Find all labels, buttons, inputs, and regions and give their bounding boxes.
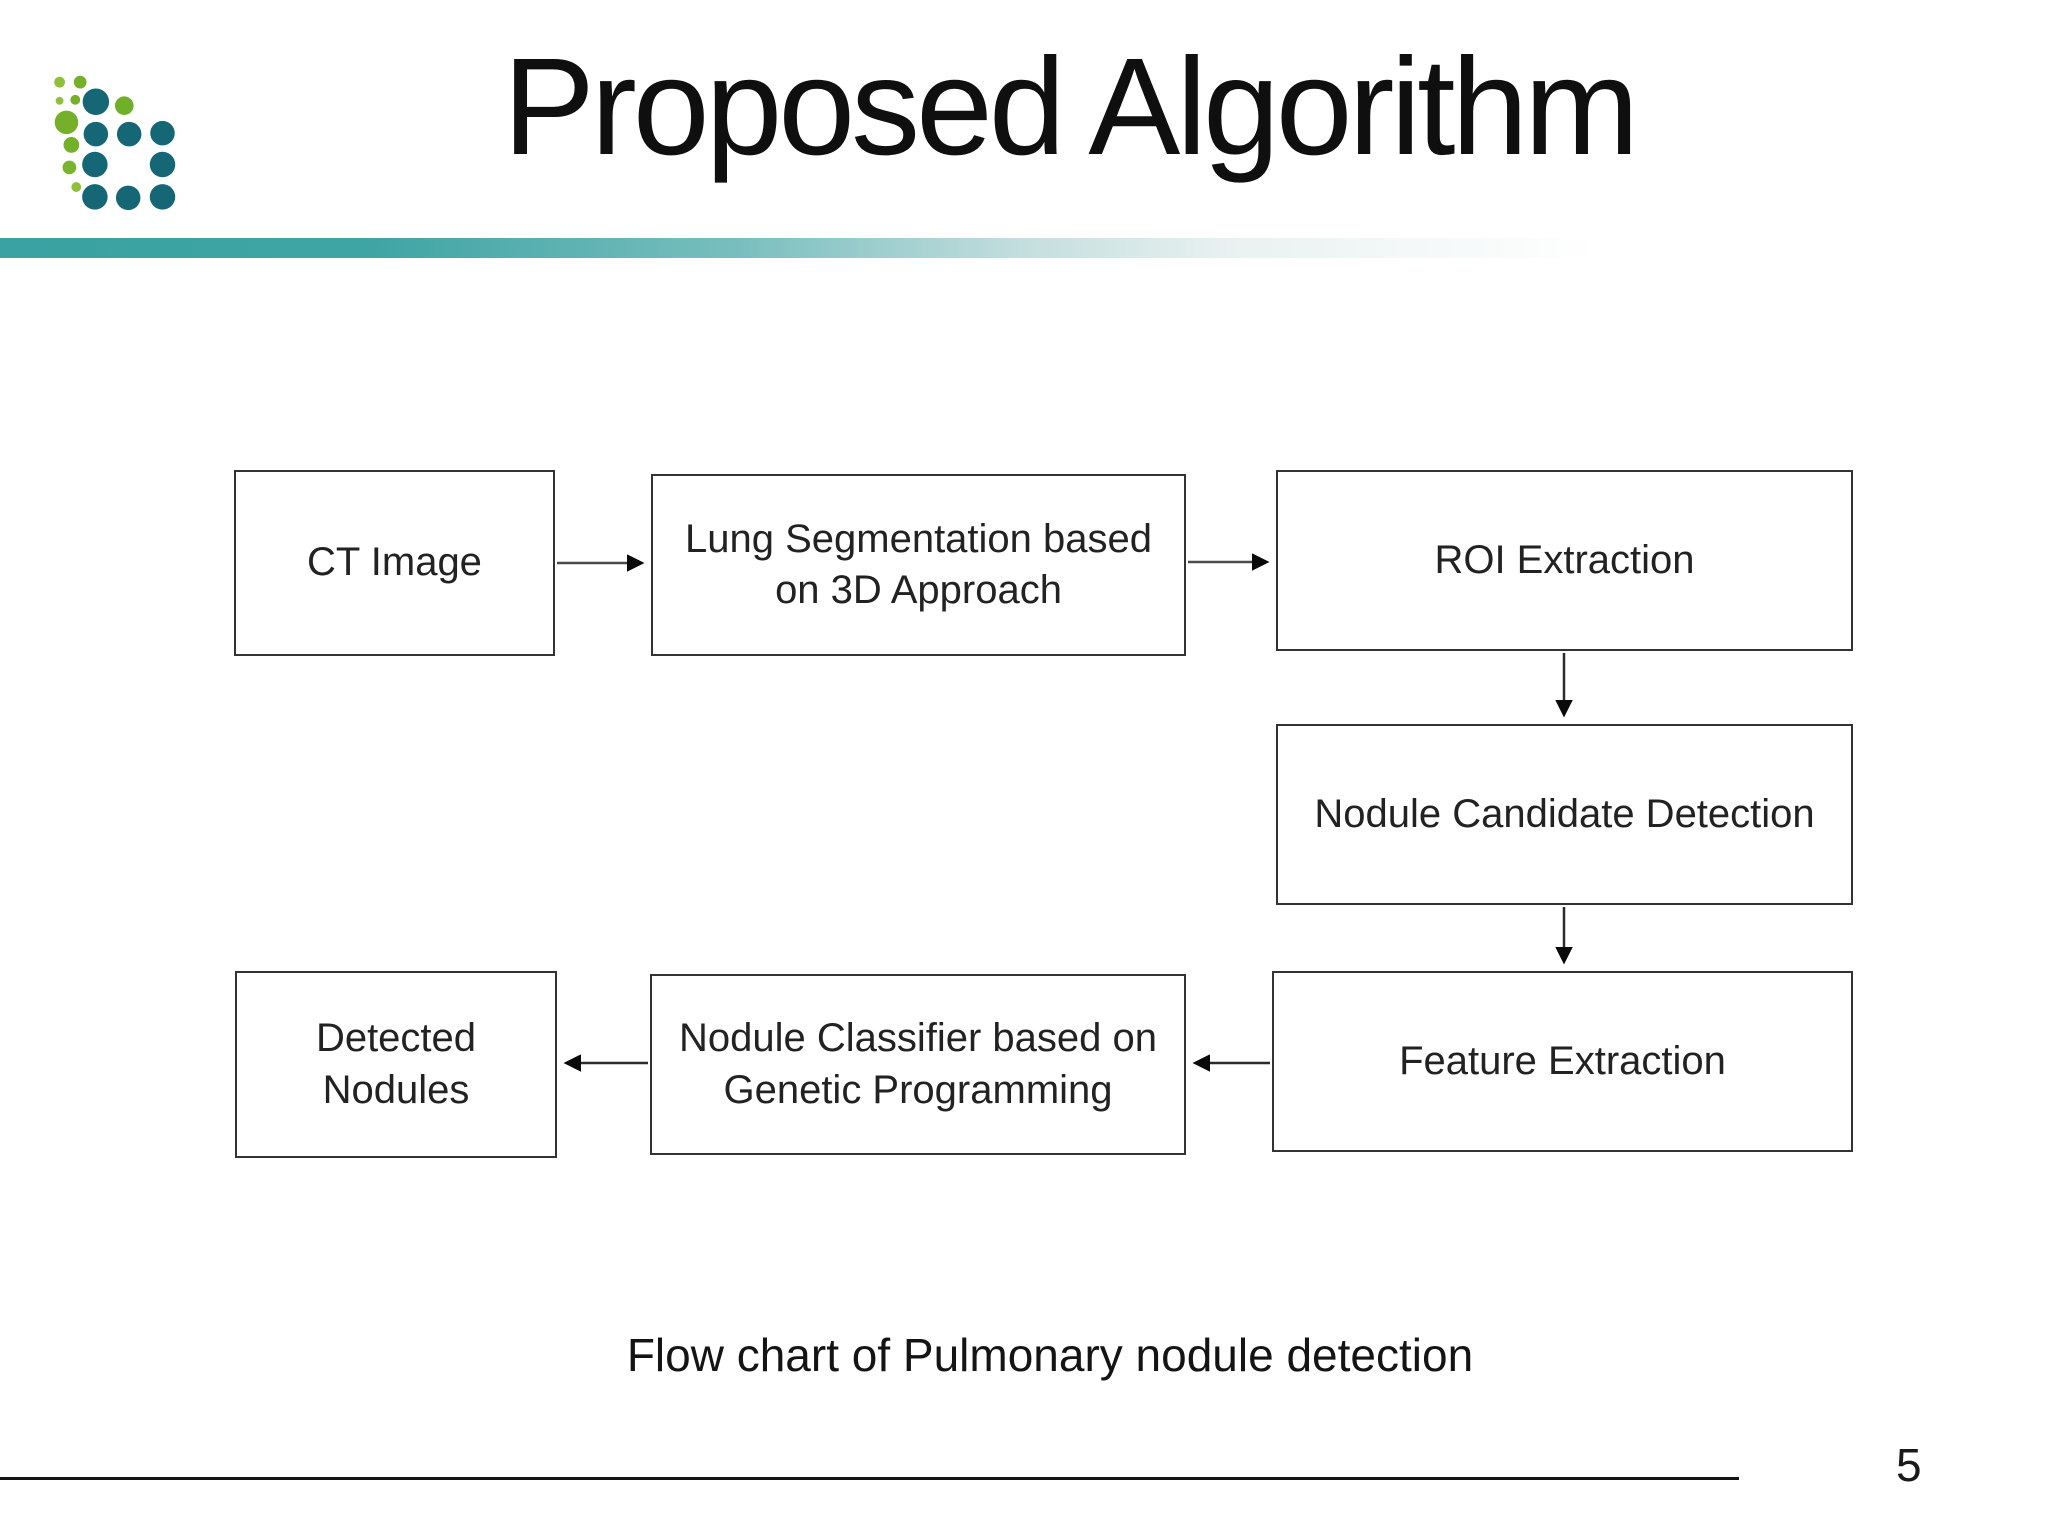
flow-node-label: ROI Extraction <box>1434 537 1695 582</box>
flow-node-label: Nodule Classifier based on Genetic Progr… <box>678 1016 1158 1112</box>
page-number: 5 <box>1896 1439 1922 1491</box>
flow-node-label: Lung Segmentation based on 3D Approach <box>684 516 1153 612</box>
flow-node-lung-segmentation: Lung Segmentation based on 3D Approach <box>651 474 1186 656</box>
dots-logo <box>54 75 176 211</box>
diagram-caption: Flow chart of Pulmonary nodule detection <box>626 1329 1474 1381</box>
flow-node-label: Detected Nodules <box>315 1016 477 1112</box>
flow-node-label: Nodule Candidate Detection <box>1314 791 1815 836</box>
accent-gradient-bar <box>0 238 2048 258</box>
logo-green-dots <box>54 75 134 192</box>
flow-node-nodule-classifier: Nodule Classifier based on Genetic Progr… <box>650 974 1186 1155</box>
logo-teal-dots <box>82 88 176 211</box>
flow-node-nodule-candidate-detection: Nodule Candidate Detection <box>1276 724 1853 905</box>
flow-node-detected-nodules: Detected Nodules <box>235 971 557 1158</box>
footer-divider-line <box>0 1477 1739 1480</box>
flow-node-roi-extraction: ROI Extraction <box>1276 470 1853 651</box>
flow-node-label: Feature Extraction <box>1399 1038 1726 1083</box>
slide-title: Proposed Algorithm <box>502 30 1639 184</box>
flow-node-ct-image: CT Image <box>234 470 555 656</box>
flow-node-label: CT Image <box>307 540 482 585</box>
flow-node-feature-extraction: Feature Extraction <box>1272 971 1853 1152</box>
